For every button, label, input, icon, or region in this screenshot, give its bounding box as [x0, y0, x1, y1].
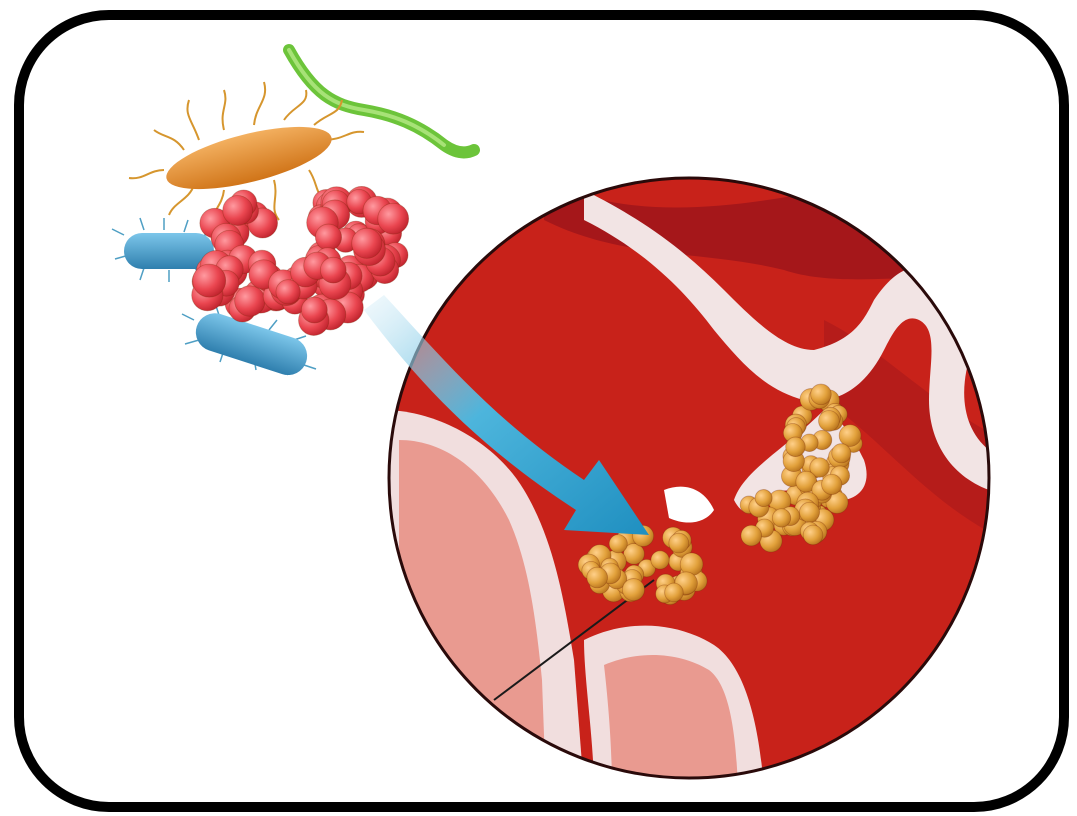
- bacteria-to-gum-illustration: [24, 20, 1059, 802]
- bacteria-icon: [112, 50, 474, 380]
- illustration-frame: [14, 10, 1069, 812]
